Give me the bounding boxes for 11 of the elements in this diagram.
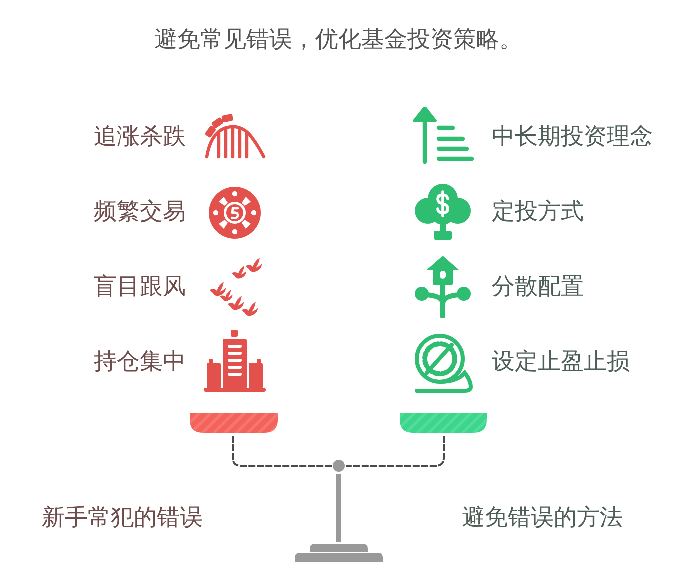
mistake-label: 追涨杀跌 — [93, 123, 186, 152]
column-heading: 避免错误的方法 — [462, 504, 623, 533]
column-heading: 新手常犯的错误 — [42, 504, 203, 533]
mistake-label: 盲目跟风 — [93, 273, 186, 302]
mistake-label: 持仓集中 — [93, 348, 186, 377]
title: 避免常见错误，优化基金投资策略。 — [154, 26, 524, 55]
mistake-label: 频繁交易 — [93, 198, 186, 227]
method-label: 中长期投资理念 — [492, 123, 653, 152]
method-label: 定投方式 — [492, 198, 584, 227]
method-label: 分散配置 — [492, 273, 584, 302]
method-label: 设定止盈止损 — [492, 348, 630, 377]
